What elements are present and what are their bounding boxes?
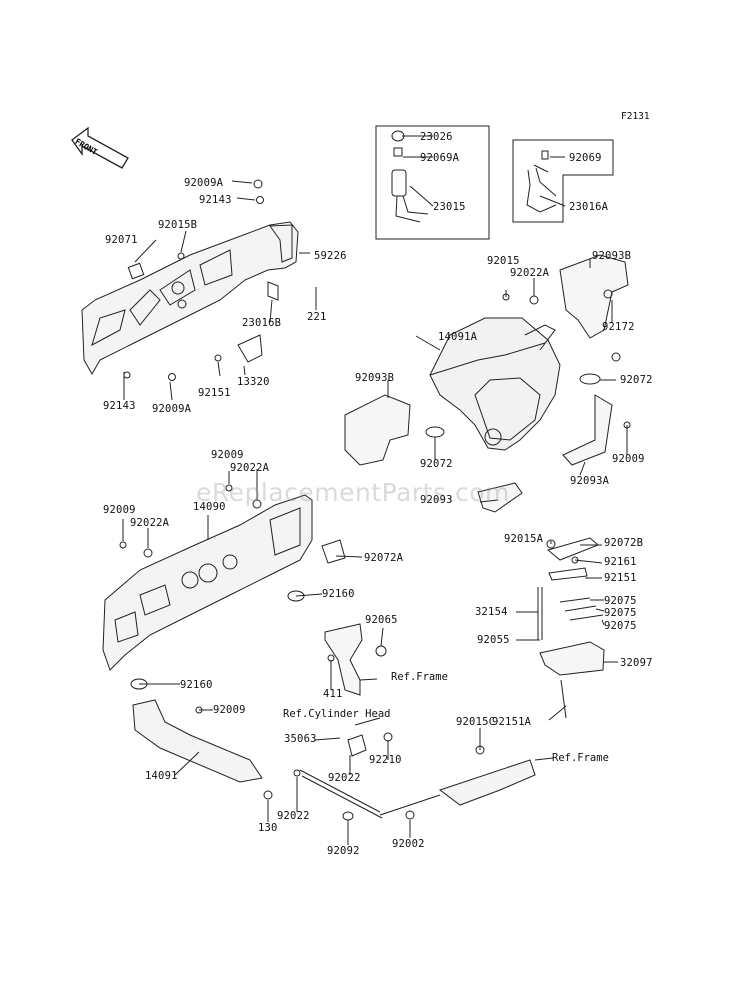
part-label: 92065: [365, 614, 398, 626]
part-label: 92151: [198, 387, 231, 399]
part-label: 23016A: [569, 201, 609, 213]
part-label: 92172: [602, 321, 635, 333]
ref-frame-label: Ref.Frame: [552, 752, 609, 764]
part-label: 14091: [145, 770, 178, 782]
ref-cylinder-head-label: Ref.Cylinder Head: [283, 708, 391, 720]
part-label: 92075: [604, 607, 637, 619]
console-cover-14091A: [429, 317, 561, 451]
part-label: 14091A: [438, 331, 478, 343]
part-label: 92093B: [592, 250, 632, 262]
part-label: 221: [307, 311, 327, 323]
part-label: 92022A: [230, 462, 270, 474]
part-label: 92093B: [355, 372, 395, 384]
part-label: 92009A: [152, 403, 192, 415]
cover-92093B-right: [559, 254, 629, 339]
part-label: 92009A: [184, 177, 224, 189]
part-label: 92022A: [510, 267, 550, 279]
part-label: 92072A: [364, 552, 404, 564]
figure-code: F2131: [621, 111, 650, 122]
part-label: 23015: [433, 201, 466, 213]
part-label: 92009: [103, 504, 136, 516]
watermark-text: eReplacementParts.com: [196, 478, 510, 507]
part-label: 92009: [211, 449, 244, 461]
part-label: 23016B: [242, 317, 282, 329]
part-label: 92151A: [492, 716, 532, 728]
part-label: 92022: [328, 772, 361, 784]
plate-14091: [132, 699, 263, 783]
part-label: 92002: [392, 838, 425, 850]
part-label: 92093A: [570, 475, 610, 487]
part-label: 92069A: [420, 152, 460, 164]
bolt-92009A-top: [253, 179, 263, 189]
part-label: 92022A: [130, 517, 170, 529]
part-label: 32154: [475, 606, 508, 618]
part-label: 92075: [604, 620, 637, 632]
part-label: 92161: [604, 556, 637, 568]
part-label: 92015: [487, 255, 520, 267]
part-label: 92143: [199, 194, 232, 206]
part-label: 130: [258, 822, 278, 834]
part-label: 92015B: [158, 219, 198, 231]
cover-92093B-left: [344, 394, 411, 466]
part-label: 411: [323, 688, 343, 700]
clamp-92072A: [321, 539, 346, 564]
cover-92093: [477, 482, 523, 513]
cover-92093A: [562, 394, 613, 466]
part-label: 13320: [237, 376, 270, 388]
part-label: 92015C: [456, 716, 496, 728]
bracket-23016B: [267, 281, 279, 301]
part-label: 92072B: [604, 537, 644, 549]
part-label: 92069: [569, 152, 602, 164]
part-label: 23026: [420, 131, 453, 143]
part-label: 92072: [620, 374, 653, 386]
part-label: 92160: [180, 679, 213, 691]
part-label: 92072: [420, 458, 453, 470]
part-label: 92143: [103, 400, 136, 412]
inset-box-23015: [375, 125, 490, 240]
part-label: 35063: [284, 733, 317, 745]
part-label: 92210: [369, 754, 402, 766]
part-label: 59226: [314, 250, 347, 262]
inset-box-23016A: [512, 139, 614, 223]
part-label: 92022: [277, 810, 310, 822]
ref-frame-label: Ref.Frame: [391, 671, 448, 683]
instrument-panel-59226: [81, 221, 299, 376]
switch-13320: [237, 334, 263, 363]
part-label: 32097: [620, 657, 653, 669]
lower-panel-14090: [102, 494, 313, 671]
part-label: 92071: [105, 234, 138, 246]
part-label: 92075: [604, 595, 637, 607]
part-label: 14090: [193, 501, 226, 513]
part-label: 92093: [420, 494, 453, 506]
part-label: 92009: [213, 704, 246, 716]
part-label: 92092: [327, 845, 360, 857]
part-label: 92009: [612, 453, 645, 465]
part-label: 92015A: [504, 533, 544, 545]
plate-32097: [539, 641, 605, 676]
part-label: 92160: [322, 588, 355, 600]
part-label: 92151: [604, 572, 637, 584]
front-arrow-icon: [71, 126, 129, 169]
part-label: 92055: [477, 634, 510, 646]
